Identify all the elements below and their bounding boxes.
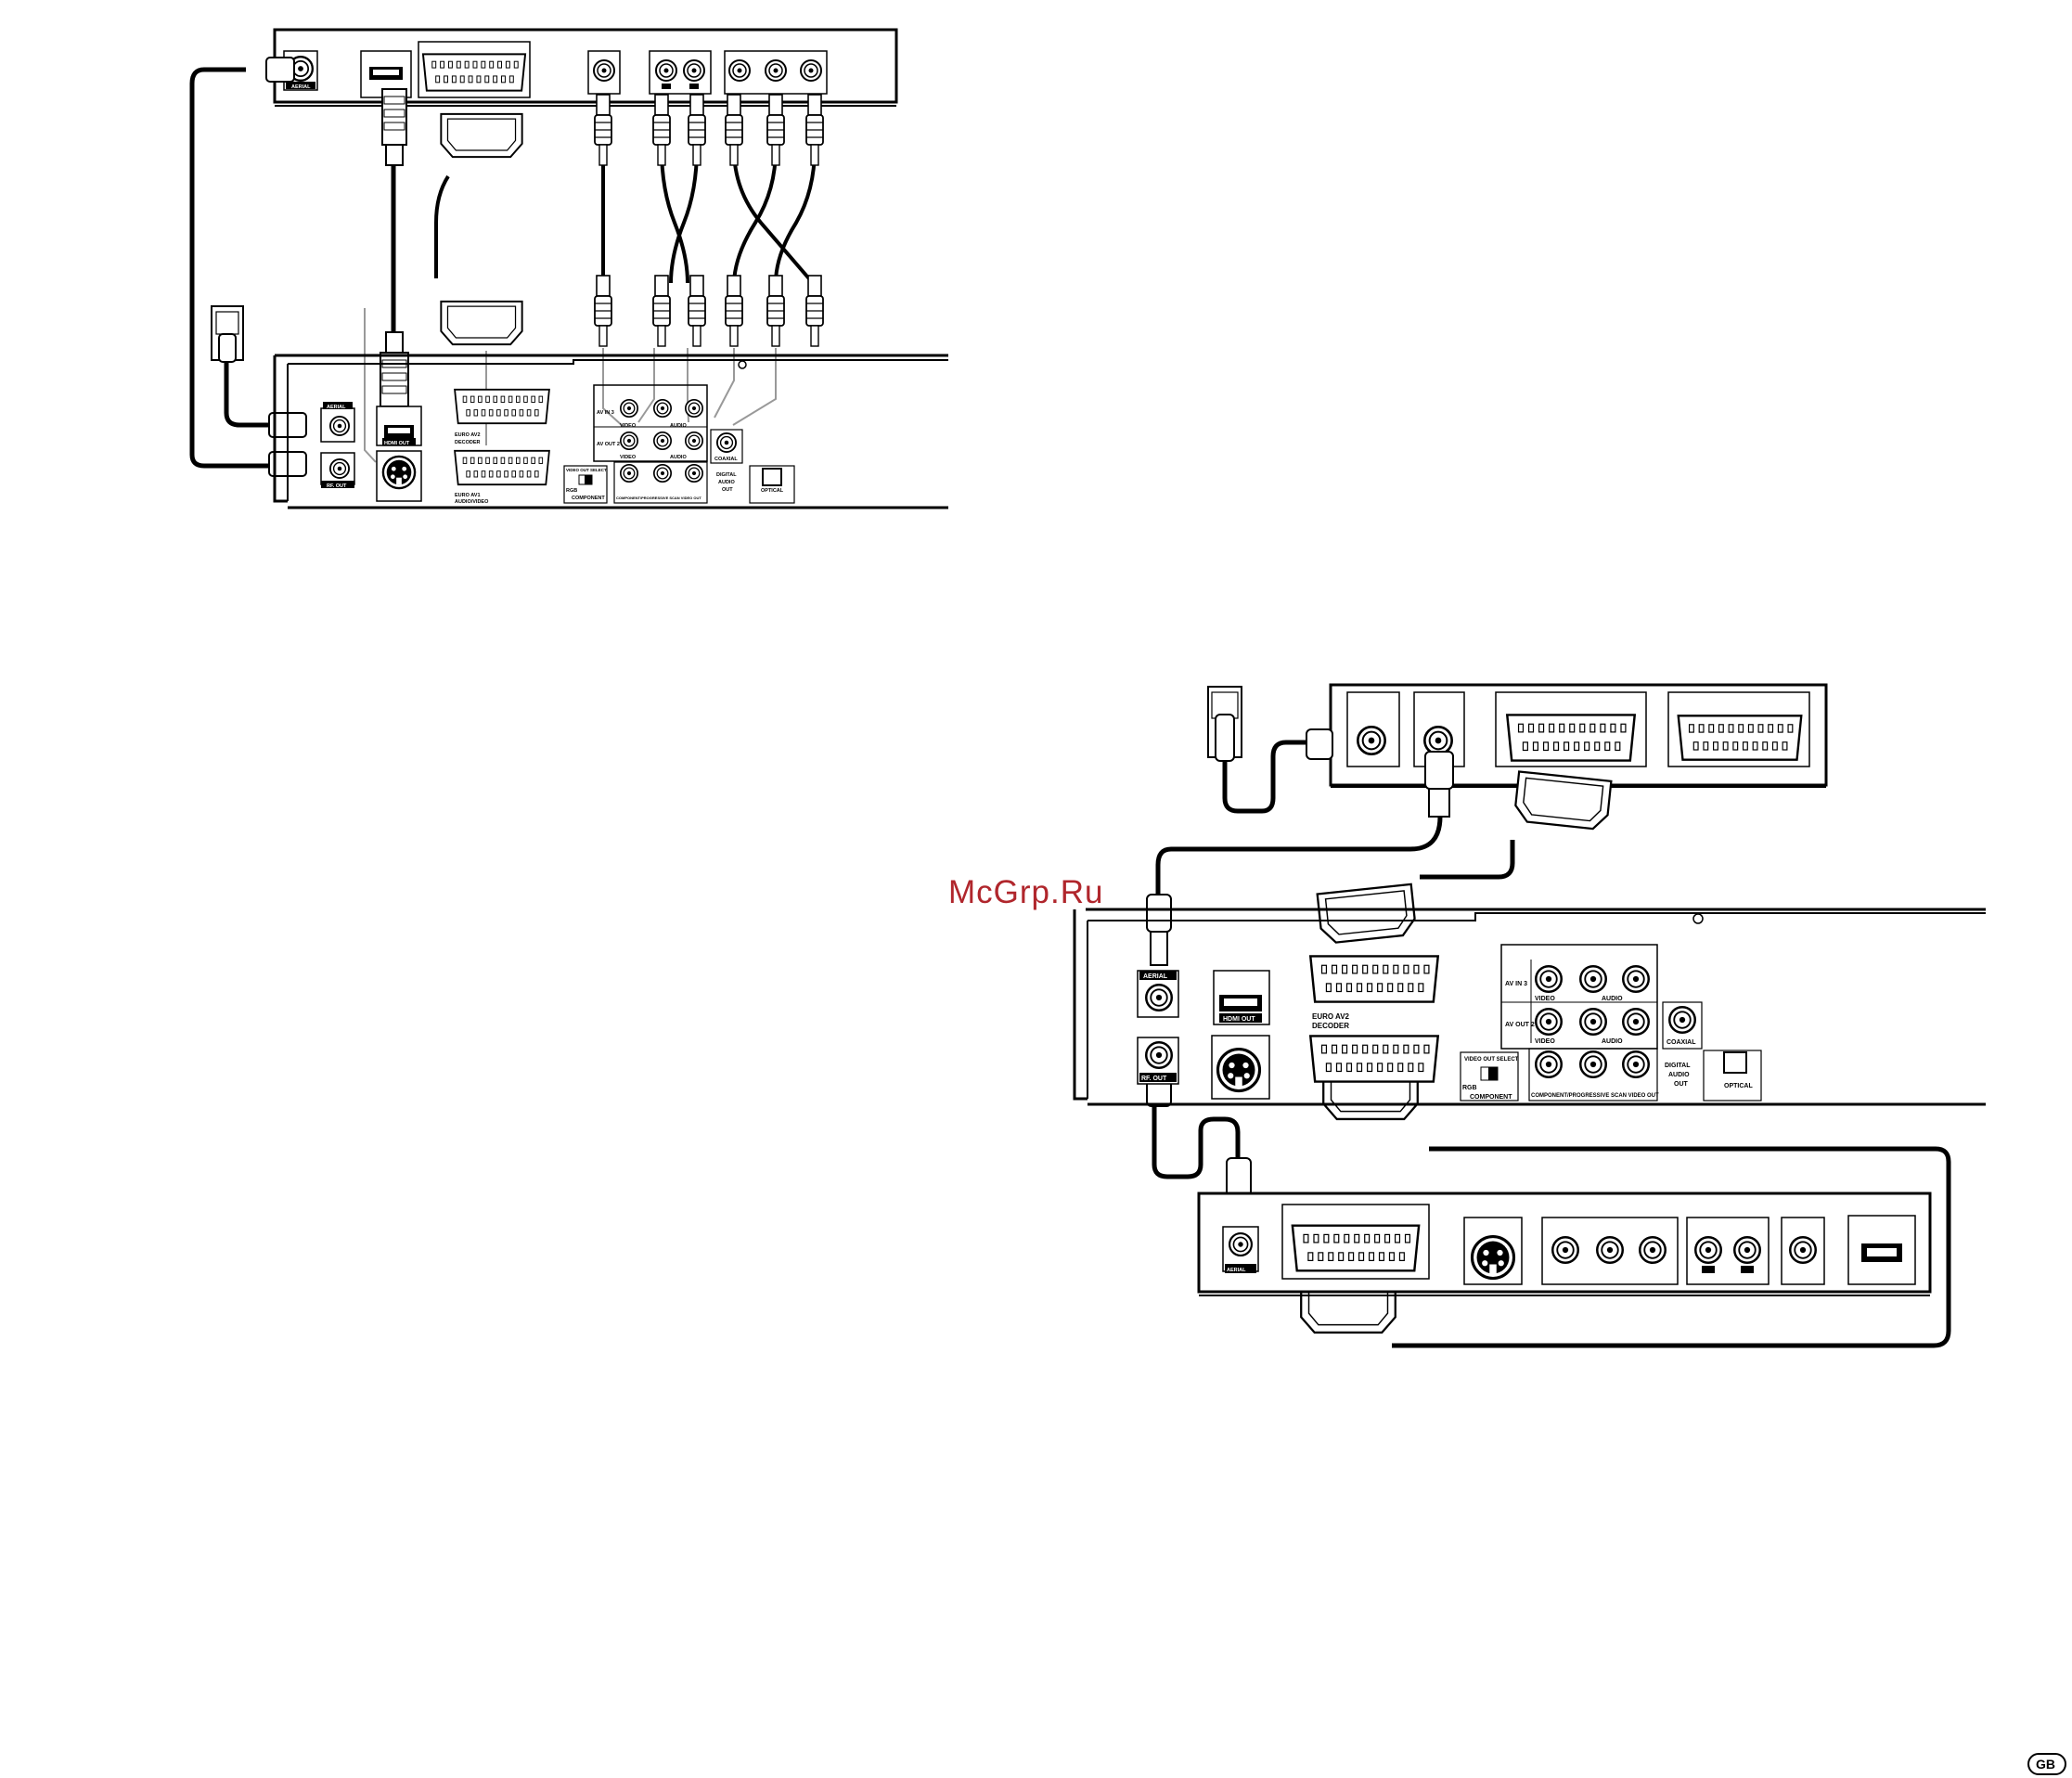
- bottom-euro-av2-label: EURO AV2: [1312, 1012, 1350, 1021]
- bottom-cables: [1152, 740, 1951, 1348]
- top-audio-label: AUDIO: [718, 480, 735, 485]
- top-component-label: COMPONENT: [572, 496, 605, 501]
- top-av-in3-label: AV IN 3: [597, 410, 614, 416]
- bottom-euro-av2-port: [1309, 955, 1439, 1003]
- top-cables: [189, 67, 817, 469]
- top-av-out2-label: AV OUT 2: [597, 442, 620, 447]
- bottom-svideo-port: [1216, 1047, 1262, 1093]
- top-tv-panel: AERIAL: [273, 28, 898, 107]
- top-euro-av2-port: [454, 388, 550, 425]
- top-decoder-label: DECODER: [455, 440, 481, 445]
- rec-top-hdmi-label: HDMI OUT: [384, 441, 410, 446]
- tv-scart-port: [421, 53, 527, 92]
- top-euro-av2-label: EURO AV2: [455, 432, 481, 438]
- bottom-tv-aerial-label: AERIAL: [1227, 1268, 1246, 1273]
- rec-top-aerial-label: AERIAL: [327, 405, 346, 410]
- bottom-audio2-label: AUDIO: [1602, 1038, 1623, 1045]
- bottom-video2-label: VIDEO: [1535, 1038, 1555, 1045]
- top-gray-arrows: [364, 308, 777, 463]
- bottom-vos-label: VIDEO OUT SELECT: [1464, 1057, 1519, 1063]
- top-euro-av1-port: [454, 449, 550, 486]
- bottom-digital-label: DIGITAL: [1665, 1063, 1691, 1069]
- bottom-av-out2-label: AV OUT 2: [1505, 1022, 1535, 1028]
- top-audio-bot-label: AUDIO: [670, 455, 687, 460]
- bottom-component-label: COMPONENT: [1470, 1094, 1512, 1101]
- bottom-tv-panel: [1329, 683, 1828, 788]
- top-plugs: [211, 57, 824, 477]
- bottom-rgb-label: RGB: [1462, 1085, 1477, 1091]
- page-badge-text: GB: [2036, 1757, 2055, 1772]
- bottom-audio1-label: AUDIO: [1602, 996, 1623, 1002]
- rec-top-rfout-label: RF. OUT: [327, 483, 347, 489]
- bottom-tv-scart1: [1506, 714, 1636, 762]
- top-optical-label: OPTICAL: [761, 488, 784, 494]
- page-badge: GB: [2027, 1753, 2066, 1775]
- bottom-video1-label: VIDEO: [1535, 996, 1555, 1002]
- top-euro-av1-label: EURO AV1: [455, 493, 481, 498]
- top-audio-top-label: AUDIO: [670, 423, 687, 429]
- bottom-decoder-label: DECODER: [1312, 1022, 1349, 1030]
- top-vos-label: VIDEO OUT SELECT: [566, 468, 607, 472]
- bottom-lower-tv-scart: [1291, 1224, 1421, 1272]
- bottom-rec-rfout-label: RF. OUT: [1141, 1076, 1167, 1082]
- top-coaxial-label: COAXIAL: [714, 457, 738, 462]
- bottom-wall-socket: [1207, 686, 1242, 762]
- bottom-tv-scart2: [1677, 715, 1803, 761]
- bottom-lower-tv-panel: AERIAL: [1197, 1192, 1932, 1296]
- bottom-rec-hdmi-label: HDMI OUT: [1223, 1016, 1255, 1023]
- top-svideo-port: [381, 455, 417, 490]
- top-recorder-panel: AERIAL RF. OUT HDMI OUT EURO AV2 DECODER…: [273, 354, 948, 509]
- top-video2-label: VIDEO: [620, 455, 637, 460]
- top-rgb-label: RGB: [566, 488, 577, 494]
- bottom-rec-aerial-label: AERIAL: [1143, 973, 1168, 980]
- top-digital-label: DIGITAL: [716, 472, 737, 478]
- top-out-label: OUT: [722, 487, 733, 493]
- top-video1-label: VIDEO: [620, 423, 637, 429]
- top-audio-video-label: AUDIO/VIDEO: [455, 499, 489, 505]
- tv-aerial-label: AERIAL: [291, 84, 311, 90]
- bottom-av-in3-label: AV IN 3: [1505, 981, 1527, 987]
- bottom-optical-label: OPTICAL: [1724, 1083, 1753, 1089]
- bottom-compscan-label: COMPONENT/PROGRESSIVE SCAN VIDEO OUT: [1531, 1093, 1659, 1099]
- top-compscan-label: COMPONENT/PROGRESSIVE SCAN VIDEO OUT: [616, 496, 701, 500]
- bottom-audio-label: AUDIO: [1668, 1072, 1690, 1078]
- watermark: McGrp.Ru: [948, 874, 1103, 910]
- bottom-coaxial-label: COAXIAL: [1667, 1039, 1696, 1046]
- bottom-out-label: OUT: [1674, 1081, 1689, 1088]
- bottom-euro-av1-port: [1309, 1035, 1439, 1083]
- bottom-recorder-panel: AERIAL RF. OUT HDMI OUT EURO AV2 DECODER…: [1073, 908, 1986, 1106]
